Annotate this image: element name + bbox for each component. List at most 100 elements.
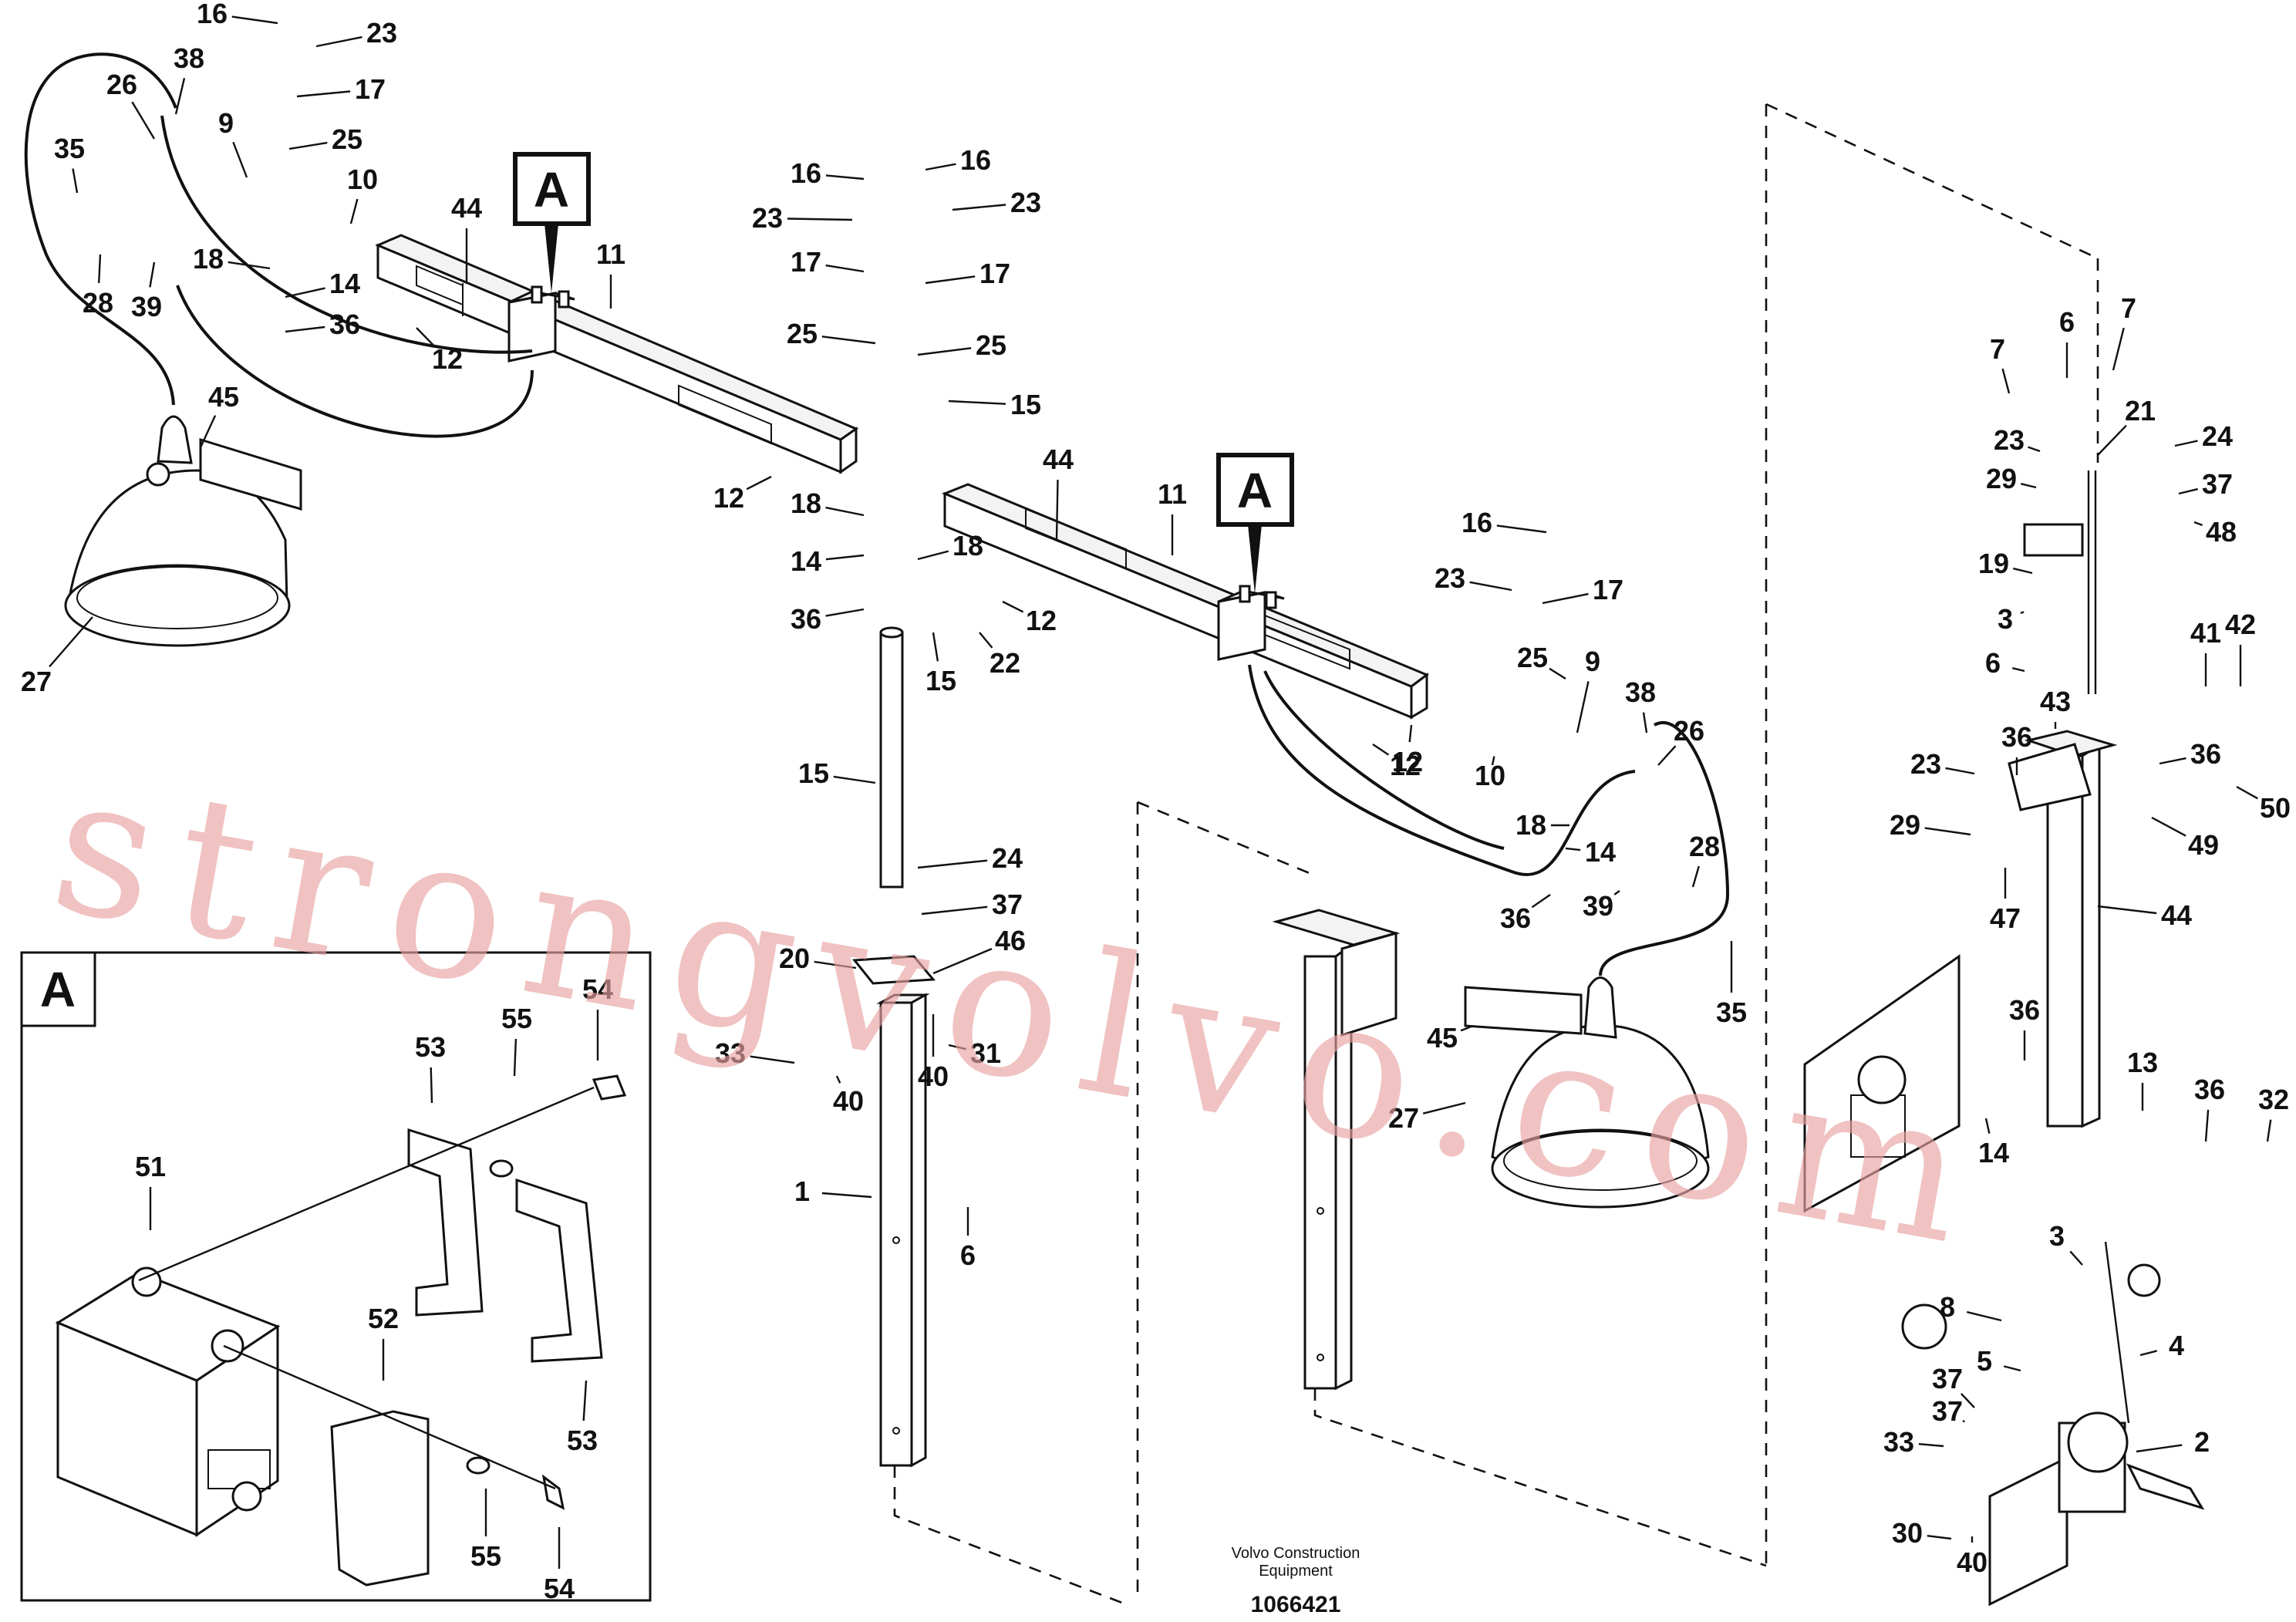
leader-line <box>925 275 976 285</box>
leader-line <box>1491 756 1495 766</box>
leader-line <box>2013 567 2033 575</box>
leader-line <box>787 218 853 221</box>
leader-line <box>1565 847 1581 851</box>
part-number-label: 36 <box>2190 738 2221 770</box>
part-number-label: 17 <box>355 73 386 105</box>
leader-line <box>1967 1310 2002 1322</box>
part-number-label: 36 <box>2009 994 2040 1026</box>
part-number-label: 18 <box>791 487 821 519</box>
part-number-label: 23 <box>1435 562 1465 594</box>
leader-line <box>1613 890 1620 895</box>
leader-line <box>825 608 865 617</box>
leader-line <box>1531 894 1551 909</box>
part-number-label: 10 <box>347 164 378 195</box>
part-number-label: 40 <box>833 1085 864 1117</box>
part-number-label: 18 <box>952 530 983 561</box>
right-mast <box>1803 470 2205 1607</box>
leader-line <box>1924 827 1971 836</box>
leader-line <box>2178 487 2198 495</box>
leader-line <box>1927 1535 1952 1540</box>
leader-line <box>932 632 939 662</box>
part-number-label: 39 <box>1583 890 1613 922</box>
center-pole <box>852 626 936 1468</box>
part-number-label: 6 <box>2059 306 2075 338</box>
part-number-label: 25 <box>1517 642 1548 673</box>
part-number-label: 37 <box>1932 1363 1963 1394</box>
part-number-label: 45 <box>1427 1022 1458 1054</box>
part-number-label: 16 <box>197 0 228 29</box>
leader-line <box>932 947 993 975</box>
part-number-label: 28 <box>1689 831 1720 862</box>
leader-line <box>98 254 102 284</box>
leader-line <box>952 204 1006 211</box>
part-number-label: 32 <box>2258 1084 2289 1115</box>
part-number-label: 4 <box>2169 1330 2184 1361</box>
part-number-label: 23 <box>752 202 783 234</box>
leader-line <box>1422 1101 1466 1114</box>
leader-line <box>1657 745 1677 766</box>
callout-a-upper: A <box>513 152 591 293</box>
leader-line <box>430 1067 433 1104</box>
part-number-label: 37 <box>2202 468 2233 500</box>
part-number-label: 8 <box>1940 1291 1955 1323</box>
leader-line <box>49 616 93 668</box>
leader-line <box>2003 1365 2021 1372</box>
part-number-label: 12 <box>432 343 463 375</box>
leader-line <box>582 1380 588 1421</box>
part-number-label: 29 <box>1890 809 1920 841</box>
part-number-label: 5 <box>1977 1345 1992 1377</box>
part-number-label: 9 <box>218 107 234 139</box>
leader-line <box>2012 667 2025 673</box>
leader-line <box>2174 440 2198 447</box>
leader-line <box>199 415 217 448</box>
part-number-label: 23 <box>1910 748 1941 780</box>
leader-line <box>231 15 278 25</box>
leader-line <box>1642 712 1648 733</box>
leader-line <box>2020 611 2025 615</box>
left-boom-assembly <box>375 234 859 474</box>
credit-line-1: Volvo Construction <box>1232 1545 1360 1562</box>
leader-line <box>296 90 351 98</box>
credit-line-2: Equipment <box>1259 1563 1333 1580</box>
part-number-label: 33 <box>1883 1426 1914 1458</box>
leader-lines <box>49 15 2272 1569</box>
leader-line <box>2021 483 2037 489</box>
leader-line <box>2112 327 2125 371</box>
part-number-label: 26 <box>1674 715 1704 747</box>
part-number-label: 6 <box>1985 647 2001 679</box>
part-number-label: 12 <box>713 482 744 514</box>
leader-line <box>131 101 156 140</box>
part-number-label: 23 <box>1994 424 2025 456</box>
leader-line <box>416 327 434 346</box>
part-number-label: 25 <box>787 318 818 349</box>
part-number-label: 54 <box>582 973 613 1005</box>
leader-line <box>750 1055 795 1064</box>
leader-line <box>288 141 328 150</box>
part-number-label: 14 <box>1978 1137 2009 1168</box>
leader-line <box>228 261 271 270</box>
part-number-label: 44 <box>2161 899 2192 931</box>
part-number-label: 50 <box>2260 792 2291 824</box>
leader-line <box>315 35 362 48</box>
leader-line <box>72 168 79 194</box>
leader-line <box>925 163 956 171</box>
part-number-label: 39 <box>131 291 162 322</box>
leader-line <box>2159 757 2186 765</box>
leader-line <box>821 1192 872 1199</box>
part-number-label: 18 <box>193 243 224 275</box>
part-number-label: 35 <box>54 133 85 164</box>
part-number-label: 29 <box>1986 463 2017 494</box>
leader-line <box>917 347 972 356</box>
dashed-bound-middle <box>893 801 1767 1606</box>
part-number-label: 37 <box>992 889 1023 920</box>
part-number-label: 14 <box>791 545 821 577</box>
part-number-label: 35 <box>1716 996 1747 1028</box>
leader-line <box>2097 424 2127 456</box>
callout-a-upper-letter: A <box>534 162 569 218</box>
leader-line <box>917 859 988 869</box>
part-number-label: 22 <box>990 647 1020 679</box>
part-number-label: 51 <box>135 1151 166 1182</box>
leader-line <box>1549 667 1566 680</box>
leader-line <box>2266 1119 2272 1142</box>
part-number-label: 11 <box>596 238 625 270</box>
